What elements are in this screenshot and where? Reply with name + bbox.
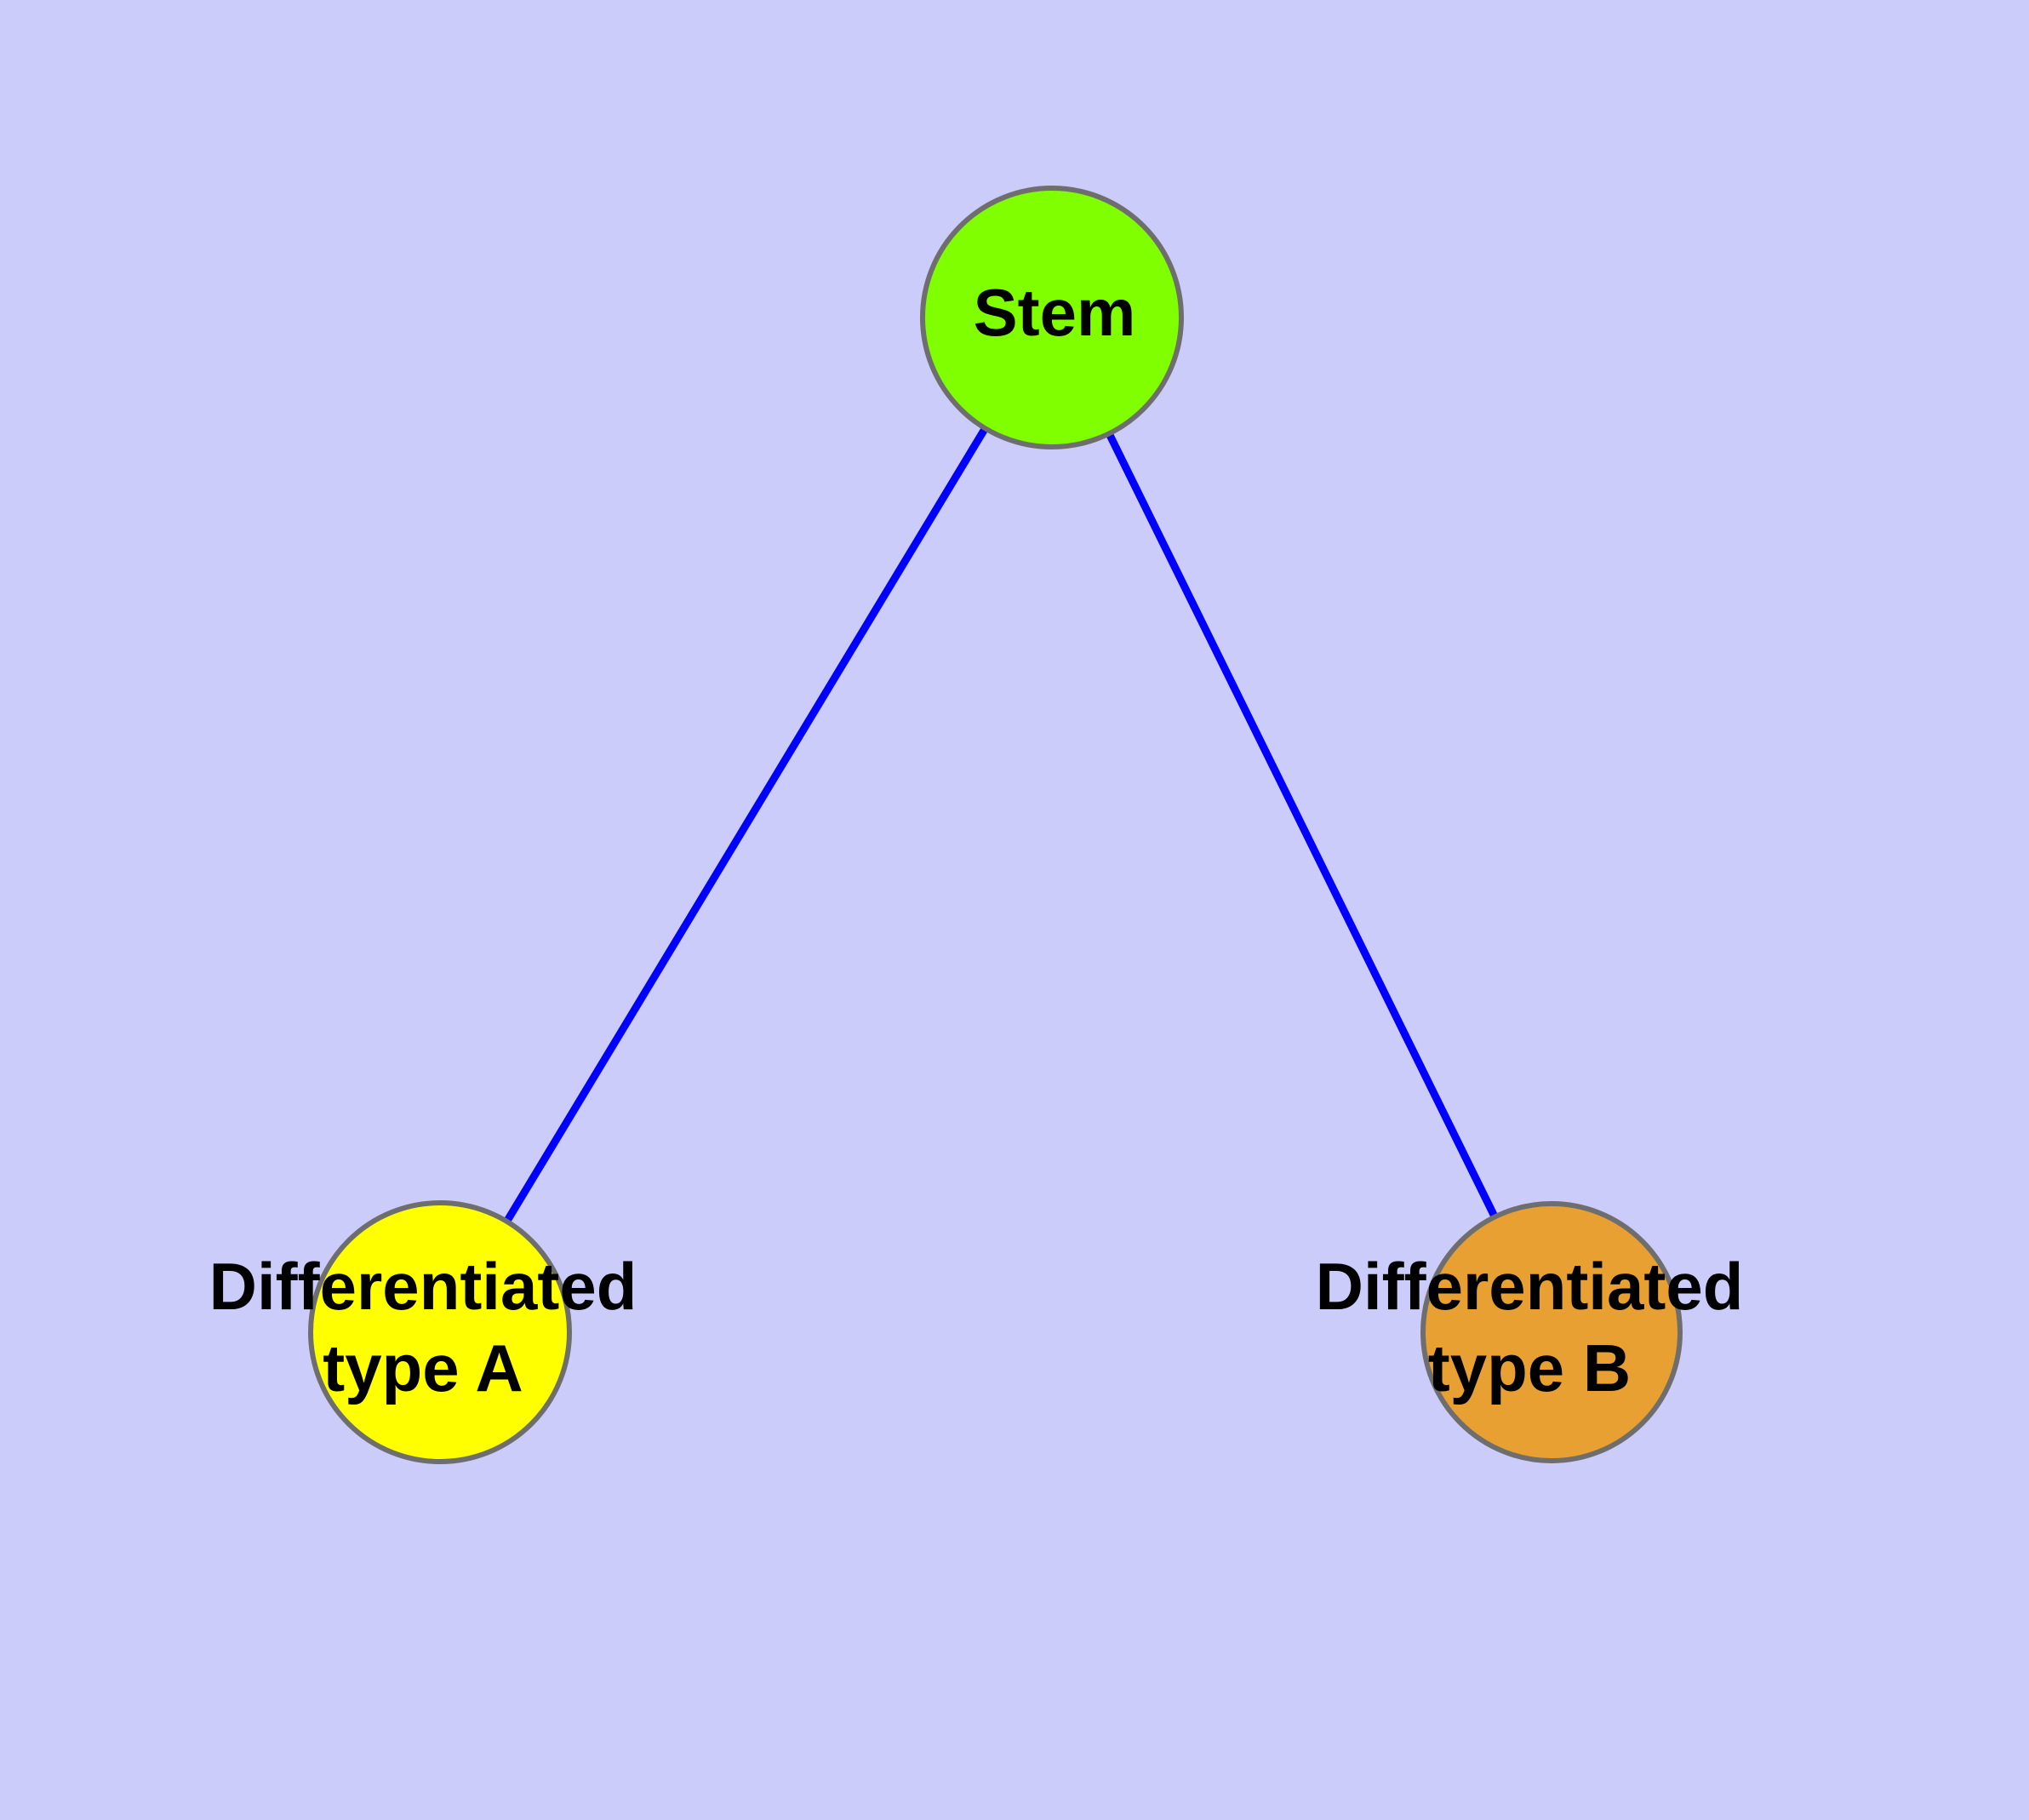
- node-circle-stem[interactable]: [920, 186, 1184, 449]
- node-stem[interactable]: Stem: [920, 186, 1184, 449]
- node-circle-diff-a[interactable]: [308, 1200, 572, 1464]
- node-label-line: Differentiated: [209, 1249, 637, 1324]
- edge-stem-to-diff-b[interactable]: [1105, 430, 1500, 1221]
- node-label-line: Stem: [974, 275, 1136, 350]
- node-label-line: type A: [323, 1331, 523, 1405]
- node-circle-diff-b[interactable]: [1420, 1201, 1683, 1463]
- node-label-line: type B: [1428, 1331, 1631, 1405]
- edges-layer: [502, 425, 1500, 1225]
- node-label-line: Differentiated: [1316, 1249, 1744, 1324]
- edge-stem-to-diff-a[interactable]: [502, 425, 990, 1225]
- node-label-stem: Stem: [974, 275, 1136, 350]
